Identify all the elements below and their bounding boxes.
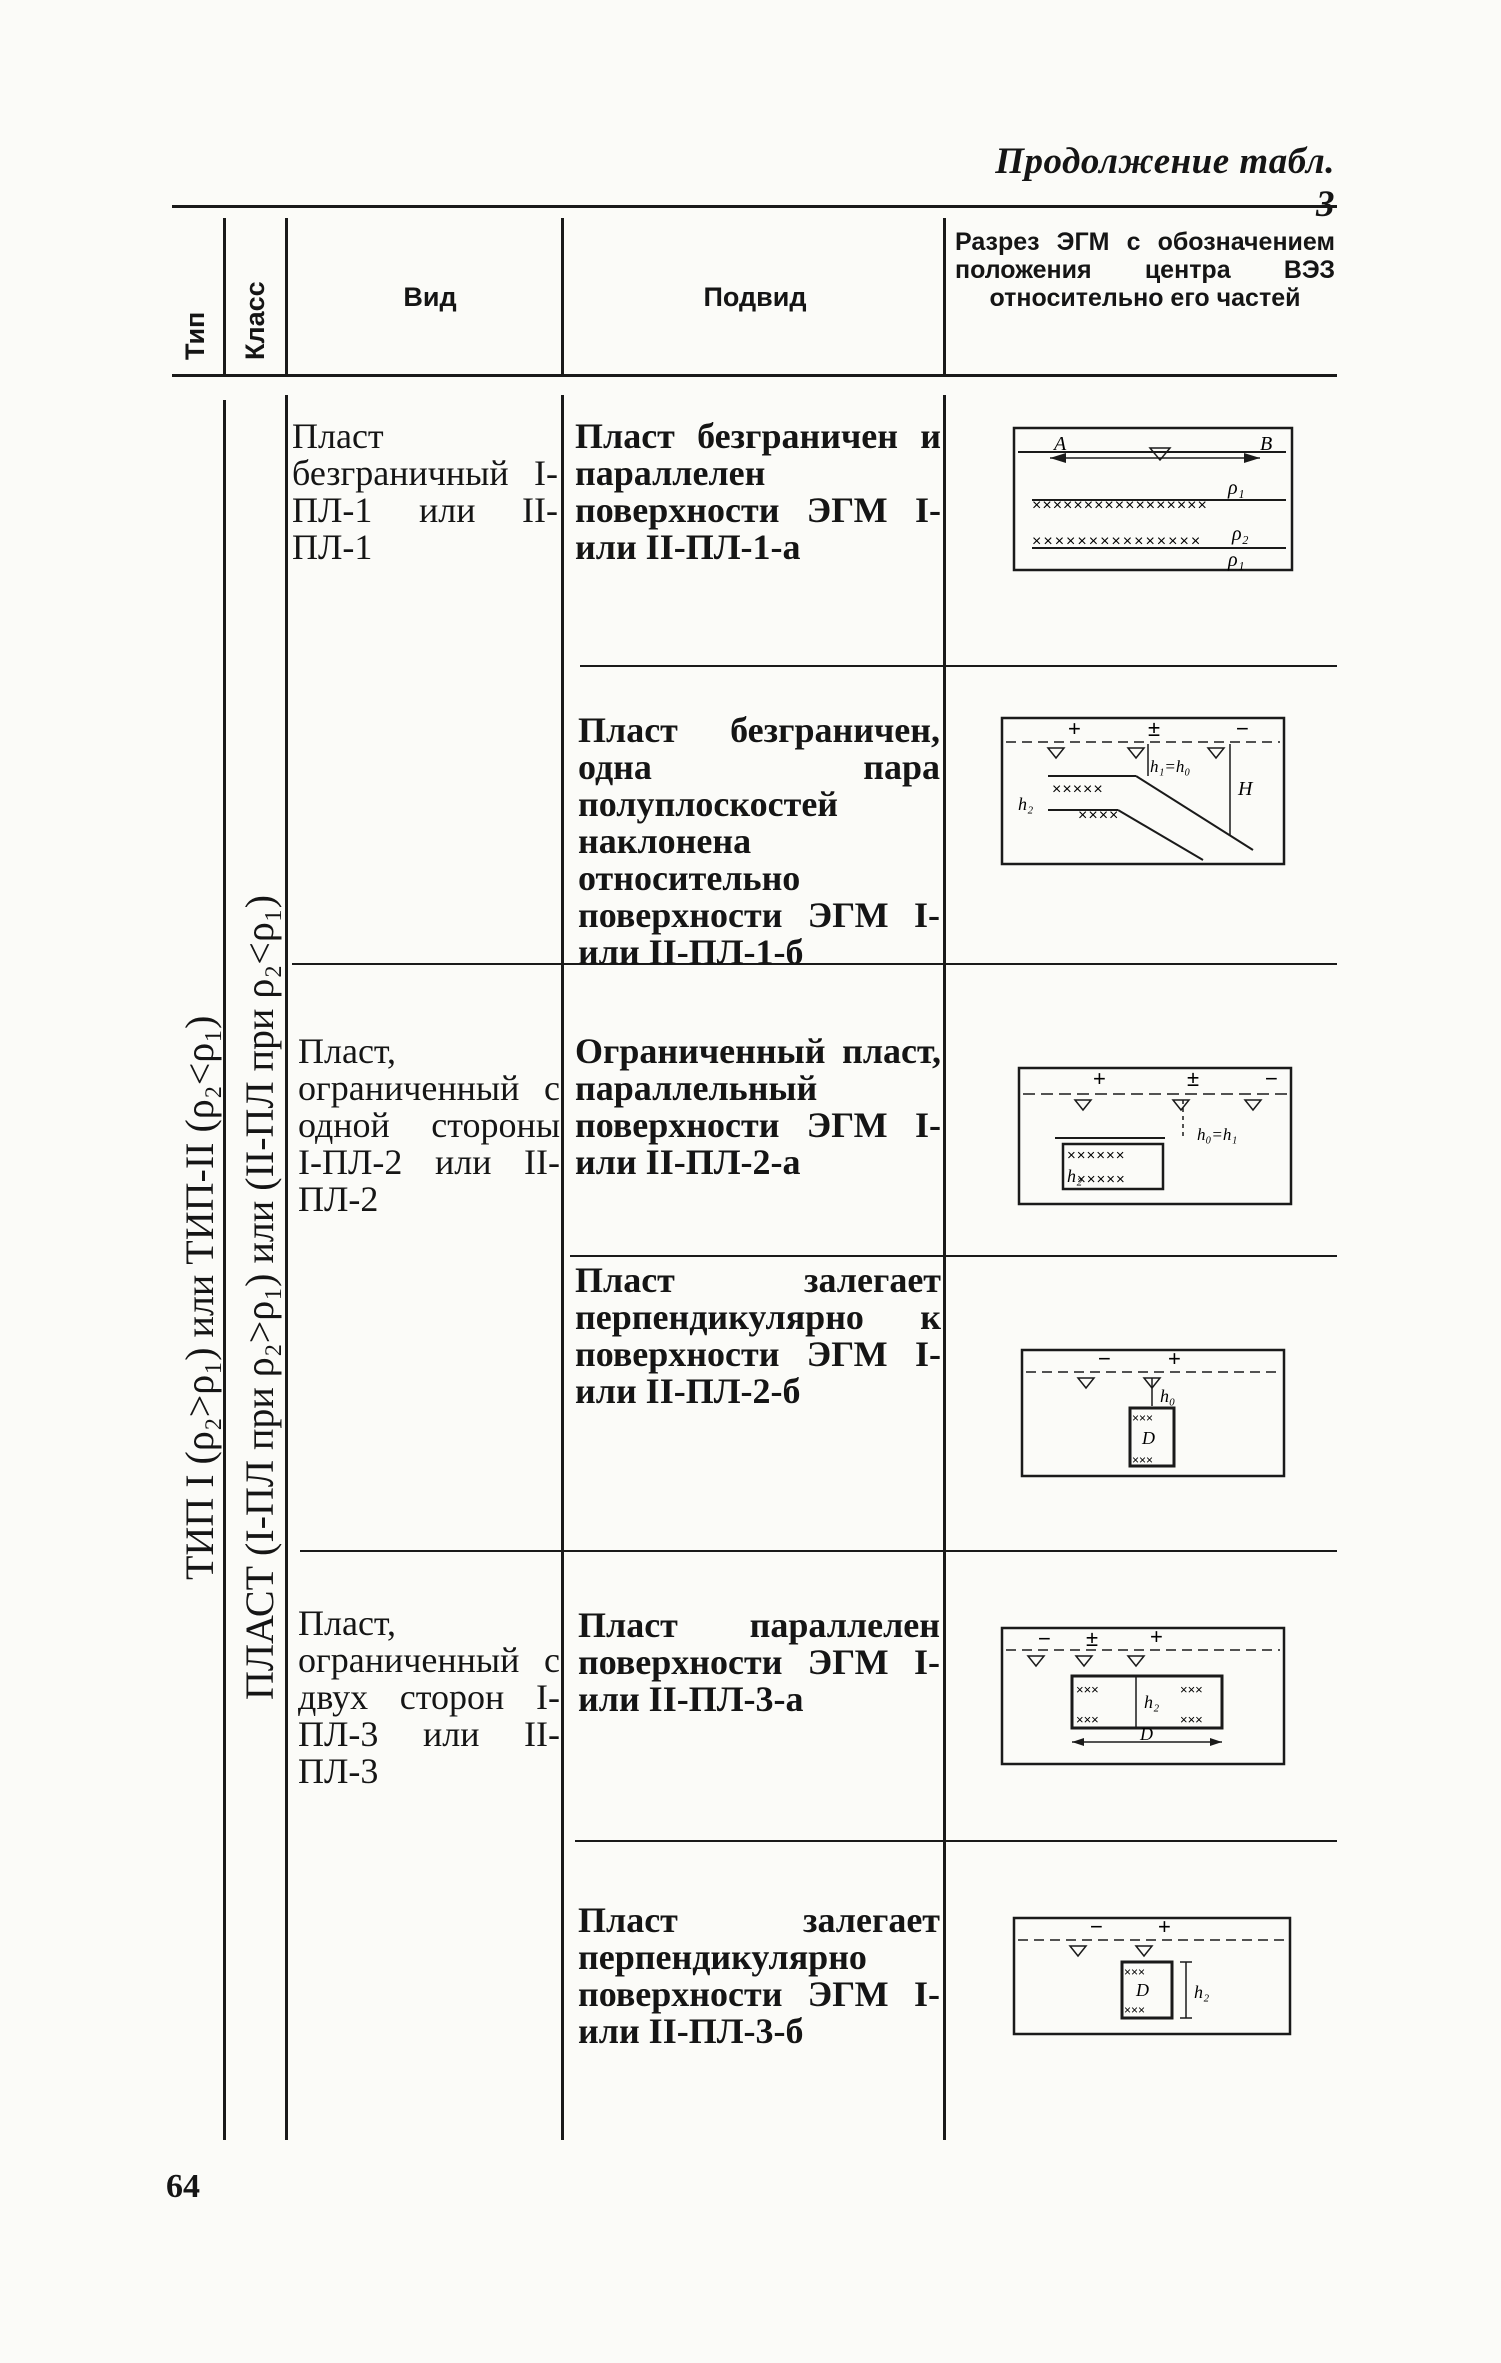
row-sep-2a-2b bbox=[570, 1255, 1337, 1257]
svg-text:D: D bbox=[1141, 1428, 1155, 1448]
svg-text:h₁=h₀: h₁=h₀ bbox=[1150, 757, 1190, 776]
svg-text:D: D bbox=[1139, 1724, 1153, 1744]
svg-text:h₂: h₂ bbox=[1194, 1982, 1209, 2002]
header-kind: Вид bbox=[403, 282, 457, 312]
body-divider-type bbox=[223, 400, 226, 2140]
svg-text:H: H bbox=[1237, 778, 1254, 800]
svg-text:h₂: h₂ bbox=[1018, 794, 1033, 814]
header-type: Тип bbox=[180, 311, 210, 360]
svg-text:+: + bbox=[1068, 716, 1081, 741]
header-subkind: Подвид bbox=[703, 282, 807, 312]
svg-text:−: − bbox=[1038, 1626, 1051, 1651]
subkind-cell-3a: Пласт параллелен поверхности ЭГМ I- или … bbox=[578, 1605, 940, 1719]
svg-text:D: D bbox=[1135, 1980, 1149, 2000]
svg-text:×××: ××× bbox=[1124, 2003, 1145, 2017]
subkind-cell-1b: Пласт безграничен, одна пара полуплоскос… bbox=[578, 710, 940, 972]
page-number: 64 bbox=[166, 2168, 200, 2205]
svg-text:×××××××××××××××: ××××××××××××××× bbox=[1032, 533, 1202, 550]
svg-text:×××: ××× bbox=[1180, 1682, 1203, 1697]
svg-text:−: − bbox=[1098, 1346, 1111, 1371]
subkind-cell-2b: Пласт залегает перпендикулярно к поверхн… bbox=[575, 1260, 941, 1411]
svg-text:×××××: ××××× bbox=[1052, 781, 1104, 798]
body-divider-kind bbox=[561, 395, 564, 2140]
row-sep-3a-3b bbox=[575, 1840, 1337, 1842]
diagram-pl-2a: + ± − ×××××× ××××× h₂ h₀=h₁ bbox=[1017, 1066, 1293, 1206]
svg-text:×××: ××× bbox=[1132, 1411, 1153, 1425]
row-sep-kind1-kind2 bbox=[292, 963, 1337, 965]
table-continuation-caption: Продолжение табл. 3 bbox=[995, 141, 1335, 225]
type-label: ТИП I (ρ₂>ρ₁) или ТИП-II (ρ₂<ρ₁) bbox=[177, 1015, 222, 1581]
svg-text:−: − bbox=[1265, 1066, 1278, 1091]
svg-text:±: ± bbox=[1148, 716, 1160, 741]
svg-text:+: + bbox=[1168, 1346, 1181, 1371]
header-bottom-rule bbox=[172, 374, 1337, 377]
svg-text:h₀: h₀ bbox=[1160, 1386, 1175, 1406]
diagram-pl-3b: − + ××× ××× D h₂ bbox=[1012, 1914, 1292, 2036]
subkind-cell-3b: Пласт залегает перпендикулярно поверхнос… bbox=[578, 1900, 940, 2051]
class-label: ПЛАСТ (I-ПЛ при ρ₂>ρ₁) или (II-ПЛ при ρ₂… bbox=[237, 894, 282, 1700]
diagram-pl-2b: − + h₀ ××× ××× D bbox=[1020, 1346, 1286, 1478]
svg-text:h₂: h₂ bbox=[1144, 1692, 1159, 1712]
kind-cell-3: Пласт, ограниченный с двух сторон I-ПЛ-3… bbox=[298, 1603, 560, 1791]
header-divider-3 bbox=[561, 218, 564, 374]
svg-text:××××: ×××× bbox=[1078, 807, 1119, 824]
svg-text:×××: ××× bbox=[1076, 1682, 1099, 1697]
svg-text:±: ± bbox=[1086, 1626, 1098, 1651]
svg-text:+: + bbox=[1150, 1624, 1163, 1649]
label-b: B bbox=[1260, 433, 1272, 455]
svg-text:×××: ××× bbox=[1132, 1453, 1153, 1467]
label-rho1-bottom: ρ₁ bbox=[1227, 549, 1245, 571]
header-class: Класс bbox=[240, 281, 270, 360]
table-top-rule bbox=[172, 205, 1337, 208]
label-a: A bbox=[1052, 433, 1067, 455]
label-rho2: ρ₂ bbox=[1231, 523, 1249, 545]
svg-text:+: + bbox=[1093, 1066, 1106, 1091]
body-divider-subkind bbox=[943, 395, 946, 2140]
kind-cell-2: Пласт, ограниченный с одной стороны I-ПЛ… bbox=[298, 1031, 560, 1219]
svg-text:×××: ××× bbox=[1180, 1712, 1203, 1727]
svg-text:h₀=h₁: h₀=h₁ bbox=[1197, 1125, 1237, 1144]
svg-text:××××××: ×××××× bbox=[1067, 1147, 1126, 1164]
row-sep-1a-1b bbox=[580, 665, 1337, 667]
label-rho1: ρ₁ bbox=[1227, 477, 1245, 499]
svg-text:×××××: ××××× bbox=[1077, 1171, 1126, 1188]
svg-text:+: + bbox=[1158, 1914, 1171, 1939]
header-divider-1 bbox=[223, 218, 226, 374]
svg-text:−: − bbox=[1236, 716, 1249, 741]
kind-cell-1: Пласт безграничный I-ПЛ-1 или II-ПЛ-1 bbox=[292, 416, 558, 567]
svg-text:−: − bbox=[1090, 1914, 1103, 1939]
subkind-cell-2a: Ограниченный пласт, параллельный поверхн… bbox=[575, 1031, 941, 1182]
header-divider-4 bbox=[943, 218, 946, 374]
diagram-pl-3a: − ± + ××× ××× ××× ××× h₂ D bbox=[1000, 1624, 1286, 1766]
header-divider-2 bbox=[285, 218, 288, 374]
svg-text:×××××××××××××××××: ××××××××××××××××× bbox=[1032, 497, 1208, 514]
svg-text:×××: ××× bbox=[1124, 1965, 1145, 1979]
svg-text:±: ± bbox=[1187, 1066, 1199, 1091]
body-divider-class bbox=[285, 395, 288, 2140]
svg-text:×××: ××× bbox=[1076, 1712, 1099, 1727]
subkind-cell-1a: Пласт безграничен и параллелен поверхнос… bbox=[575, 416, 941, 567]
diagram-pl-1b: + ± − ××××× ×××× h₁=h₀ H h₂ bbox=[1000, 716, 1286, 866]
diagram-pl-1a: A B ××××××××××××××××× ρ₁ ×××××××××××××××… bbox=[1012, 426, 1294, 572]
header-section: Разрез ЭГМ с обозначением положения цент… bbox=[955, 228, 1335, 312]
svg-text:h₂: h₂ bbox=[1067, 1166, 1082, 1186]
row-sep-kind2-kind3 bbox=[300, 1550, 1337, 1552]
